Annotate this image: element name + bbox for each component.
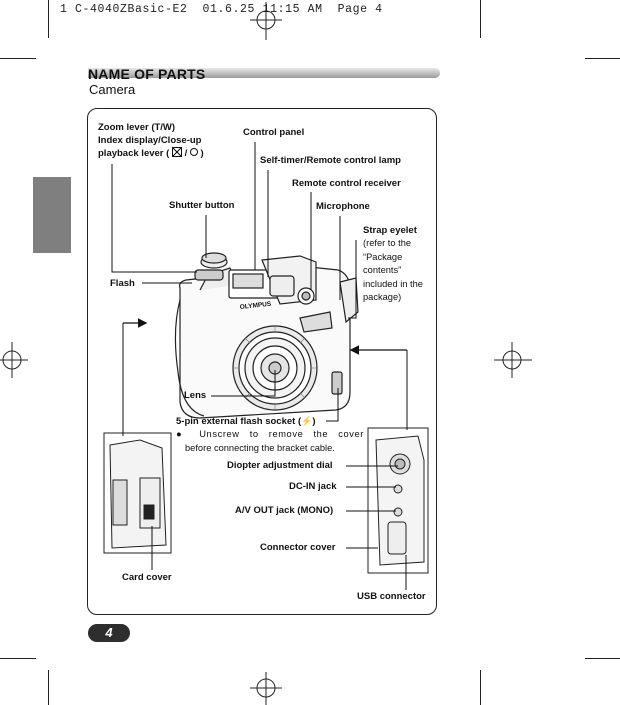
strap-eyelet-note: (refer to the “Package contents” include… (363, 237, 423, 305)
strap-note-line3: contents” (363, 265, 402, 275)
crop-mark (585, 58, 620, 59)
registration-mark-right (494, 342, 532, 378)
crop-mark (0, 658, 36, 659)
label-zoom-line3b: ) (200, 148, 204, 159)
crop-mark (480, 670, 481, 705)
magnifier-icon (189, 148, 198, 156)
lens-knurl (233, 326, 317, 410)
label-shutter-button: Shutter button (169, 200, 235, 211)
print-header: 1 C-4040ZBasic-E2 01.6.25 11:15 AM Page … (60, 3, 383, 16)
flash-note-line2: before connecting the bracket cable. (185, 442, 335, 453)
label-zoom-line3: playback lever ( / ) (98, 147, 204, 159)
crop-mark (480, 0, 481, 38)
label-zoom-lever: Zoom lever (T/W) Index display/Close-up … (98, 121, 204, 160)
header-file: 1 C-4040ZBasic-E2 (60, 3, 188, 16)
label-av-out-jack: A/V OUT jack (MONO) (235, 505, 334, 516)
title-bar (88, 68, 440, 78)
registration-mark-top (250, 2, 282, 40)
strap-note-line2: “Package (363, 251, 403, 262)
registration-mark-bottom (250, 672, 282, 705)
index-display-icon (171, 147, 182, 157)
strap-note-line5: package) (363, 292, 402, 302)
label-usb-connector: USB connector (357, 591, 426, 602)
label-strap-eyelet: Strap eyelet (363, 225, 417, 236)
camera-brand-label: OLYMPUS (239, 301, 272, 311)
label-flash-socket-end: ) (312, 416, 316, 427)
diagram-panel (87, 108, 437, 615)
chapter-side-tab (33, 177, 71, 253)
section-title: NAME OF PARTS (88, 66, 440, 84)
crop-mark (0, 58, 36, 59)
label-remote-receiver: Remote control receiver (292, 178, 401, 189)
crop-mark (585, 658, 620, 659)
label-flash-socket-text: 5-pin external flash socket ( (176, 416, 302, 427)
flash-note-line1-text: Unscrew to remove the cover (199, 429, 364, 439)
card-cover-inset (103, 432, 172, 554)
bullet-icon: ● (176, 429, 200, 439)
label-card-cover: Card cover (122, 572, 172, 583)
label-diopter-dial: Diopter adjustment dial (227, 460, 333, 471)
crop-mark (48, 670, 49, 705)
flash-note-line1: ● Unscrew to remove the cover (176, 428, 364, 442)
header-date: 01.6.25 (202, 3, 256, 16)
registration-mark-left (0, 342, 28, 378)
strap-note-line1: (refer to the (363, 238, 412, 248)
lightning-bolt-icon: ⚡ (301, 416, 313, 426)
section-subtitle: Camera (89, 82, 136, 97)
header-page: Page 4 (337, 3, 383, 16)
label-flash-socket: 5-pin external flash socket (⚡) (176, 415, 316, 428)
label-zoom-line3a: playback lever ( (98, 148, 170, 159)
crop-mark (48, 0, 49, 38)
label-lens: Lens (184, 390, 207, 401)
section-title-text: NAME OF PARTS (88, 66, 206, 82)
connector-side-inset (367, 427, 429, 574)
label-control-panel: Control panel (243, 127, 305, 138)
label-connector-cover: Connector cover (260, 542, 336, 553)
leader-lines (111, 142, 408, 590)
flash-socket-note: ● Unscrew to remove the cover before con… (176, 428, 364, 455)
page-number-badge: 4 (88, 624, 130, 642)
label-self-timer: Self-timer/Remote control lamp (260, 155, 401, 166)
label-zoom-line1: Zoom lever (T/W) (98, 122, 176, 133)
label-zoom-line2: Index display/Close-up (98, 135, 202, 146)
strap-note-line4: included in the (363, 278, 423, 289)
camera-front-illustration (174, 252, 359, 419)
label-flash: Flash (110, 278, 135, 289)
label-dc-in-jack: DC-IN jack (289, 481, 337, 492)
label-microphone: Microphone (316, 201, 370, 212)
